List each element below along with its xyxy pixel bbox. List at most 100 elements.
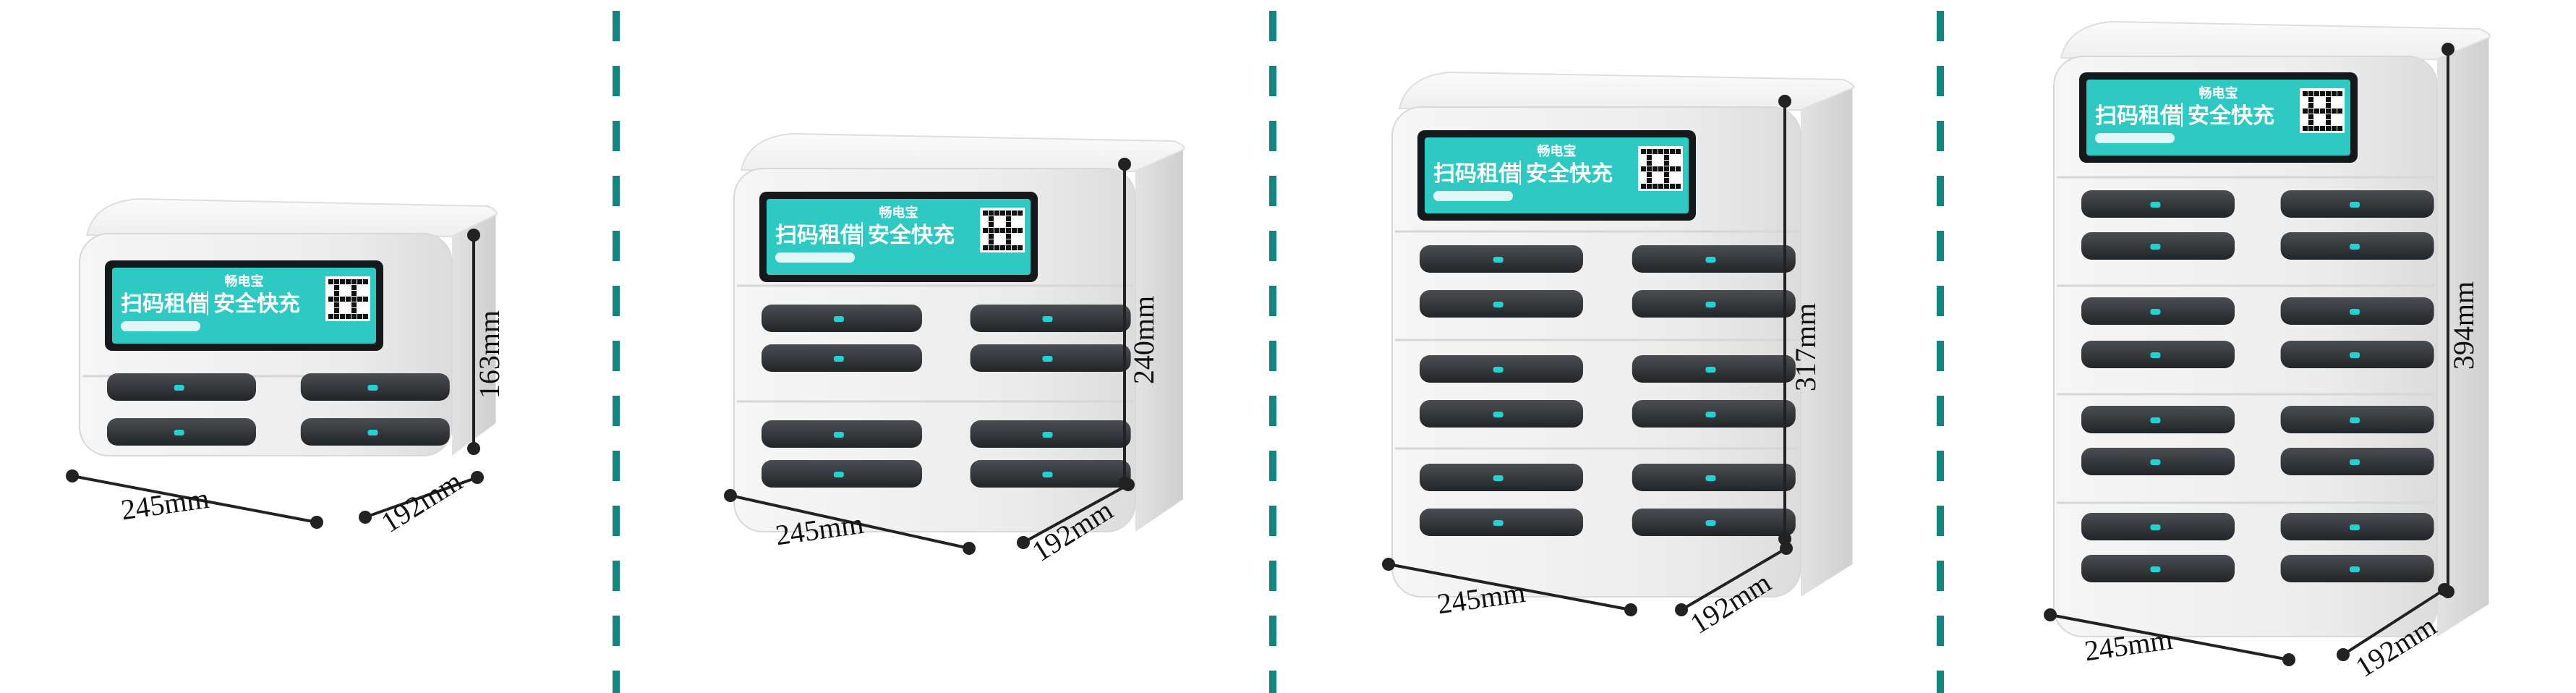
screen-slogan-right: 安全快充 bbox=[868, 223, 955, 248]
depth-dimension-label: 192mm bbox=[375, 464, 468, 539]
dimension-end-dot bbox=[1382, 558, 1395, 571]
slot-indicator bbox=[1042, 356, 1053, 362]
qr-module bbox=[334, 302, 339, 307]
screen-slogan-left: 扫码租借 bbox=[121, 292, 208, 317]
qr-module bbox=[357, 297, 362, 302]
qr-module bbox=[1018, 245, 1023, 250]
slot-indicator bbox=[2150, 459, 2161, 465]
qr-module bbox=[2326, 91, 2331, 96]
qr-module bbox=[989, 239, 994, 245]
qr-module bbox=[983, 228, 988, 233]
qr-module bbox=[363, 297, 368, 302]
slot-indicator bbox=[367, 430, 378, 435]
qr-module bbox=[363, 279, 368, 284]
station-top-panel bbox=[740, 132, 1185, 173]
qr-module bbox=[1647, 178, 1652, 183]
qr-module bbox=[994, 228, 999, 233]
qr-module bbox=[1658, 166, 1663, 171]
qr-module bbox=[351, 285, 357, 290]
dimension-end-dot bbox=[467, 442, 480, 455]
qr-module bbox=[2337, 126, 2342, 131]
qr-module bbox=[989, 211, 994, 216]
slot-indicator bbox=[2350, 309, 2360, 315]
slot-indicator bbox=[367, 385, 378, 391]
qr-module bbox=[1006, 239, 1011, 245]
slot-indicator bbox=[2350, 566, 2360, 572]
qr-module bbox=[1018, 211, 1023, 216]
qr-module bbox=[2303, 109, 2308, 114]
qr-module bbox=[346, 297, 351, 302]
dimension-end-dot bbox=[66, 469, 79, 482]
qr-module bbox=[2337, 91, 2342, 96]
qr-module bbox=[357, 279, 362, 284]
slot-indicator bbox=[1493, 367, 1504, 373]
screen-logo: 畅电宝 bbox=[2199, 85, 2238, 101]
depth-dimension-line bbox=[2342, 588, 2446, 656]
width-dimension-line bbox=[730, 494, 970, 550]
height-dimension-label: 163mm bbox=[473, 310, 506, 399]
qr-module bbox=[328, 279, 333, 284]
qr-module bbox=[2308, 91, 2313, 96]
screen-logo: 畅电宝 bbox=[1538, 143, 1577, 159]
screen-slogan-right: 安全快充 bbox=[1526, 161, 1613, 187]
slot-indicator bbox=[2150, 417, 2161, 423]
qr-module bbox=[334, 308, 339, 313]
qr-module bbox=[1664, 161, 1669, 166]
slot-indicator bbox=[1493, 475, 1504, 481]
qr-module bbox=[1658, 184, 1663, 189]
qr-module bbox=[2332, 91, 2337, 96]
station-top-panel bbox=[1398, 71, 1855, 111]
qr-module bbox=[1652, 184, 1658, 189]
screen-slogan-left: 扫码租借 bbox=[1433, 161, 1520, 187]
qr-module bbox=[363, 314, 368, 319]
qr-module bbox=[1652, 166, 1658, 171]
slot-indicator bbox=[1493, 520, 1504, 526]
qr-module bbox=[1647, 161, 1652, 166]
qr-module bbox=[1006, 211, 1011, 216]
qr-module bbox=[1670, 166, 1675, 171]
dimension-end-dot bbox=[1675, 603, 1688, 616]
height-dimension-label: 240mm bbox=[1127, 296, 1160, 384]
width-dimension-line bbox=[1388, 563, 1632, 611]
qr-module bbox=[351, 314, 357, 319]
depth-dimension-line bbox=[1680, 547, 1788, 611]
qr-module bbox=[2308, 114, 2313, 119]
depth-dimension-line bbox=[364, 476, 478, 519]
slot-indicator bbox=[2350, 244, 2360, 250]
screen-slogan-right: 安全快充 bbox=[2188, 103, 2274, 129]
dimension-end-dot bbox=[2441, 585, 2455, 598]
qr-module bbox=[1006, 222, 1011, 227]
slot-indicator bbox=[1705, 367, 1716, 373]
width-dimension-line bbox=[72, 475, 317, 524]
station-side-panel bbox=[2437, 36, 2489, 637]
slot-indicator bbox=[2150, 566, 2161, 572]
slot-indicator bbox=[1493, 302, 1504, 307]
dimension-end-dot bbox=[359, 511, 372, 524]
qr-module bbox=[989, 222, 994, 227]
slot-indicator bbox=[833, 472, 844, 477]
slot-indicator bbox=[2350, 417, 2360, 423]
qr-module bbox=[1018, 228, 1023, 233]
qr-module bbox=[1012, 228, 1017, 233]
qr-module bbox=[1641, 184, 1646, 189]
qr-module bbox=[994, 245, 999, 250]
qr-module bbox=[1647, 166, 1652, 171]
qr-module bbox=[328, 314, 333, 319]
slot-indicator bbox=[2150, 244, 2161, 250]
qr-module bbox=[1000, 245, 1005, 250]
dimension-end-dot bbox=[471, 471, 484, 484]
qr-module bbox=[1647, 172, 1652, 177]
qr-module bbox=[2308, 109, 2313, 114]
dimension-end-dot bbox=[2441, 43, 2455, 56]
screen-phone-pill bbox=[121, 321, 200, 331]
qr-module bbox=[2326, 97, 2331, 102]
dimension-end-dot bbox=[1118, 477, 1131, 490]
qr-module bbox=[2332, 109, 2337, 114]
qr-module bbox=[340, 297, 345, 302]
qr-module bbox=[1647, 184, 1652, 189]
screen-logo: 畅电宝 bbox=[225, 273, 264, 289]
slot-indicator bbox=[2150, 202, 2161, 208]
